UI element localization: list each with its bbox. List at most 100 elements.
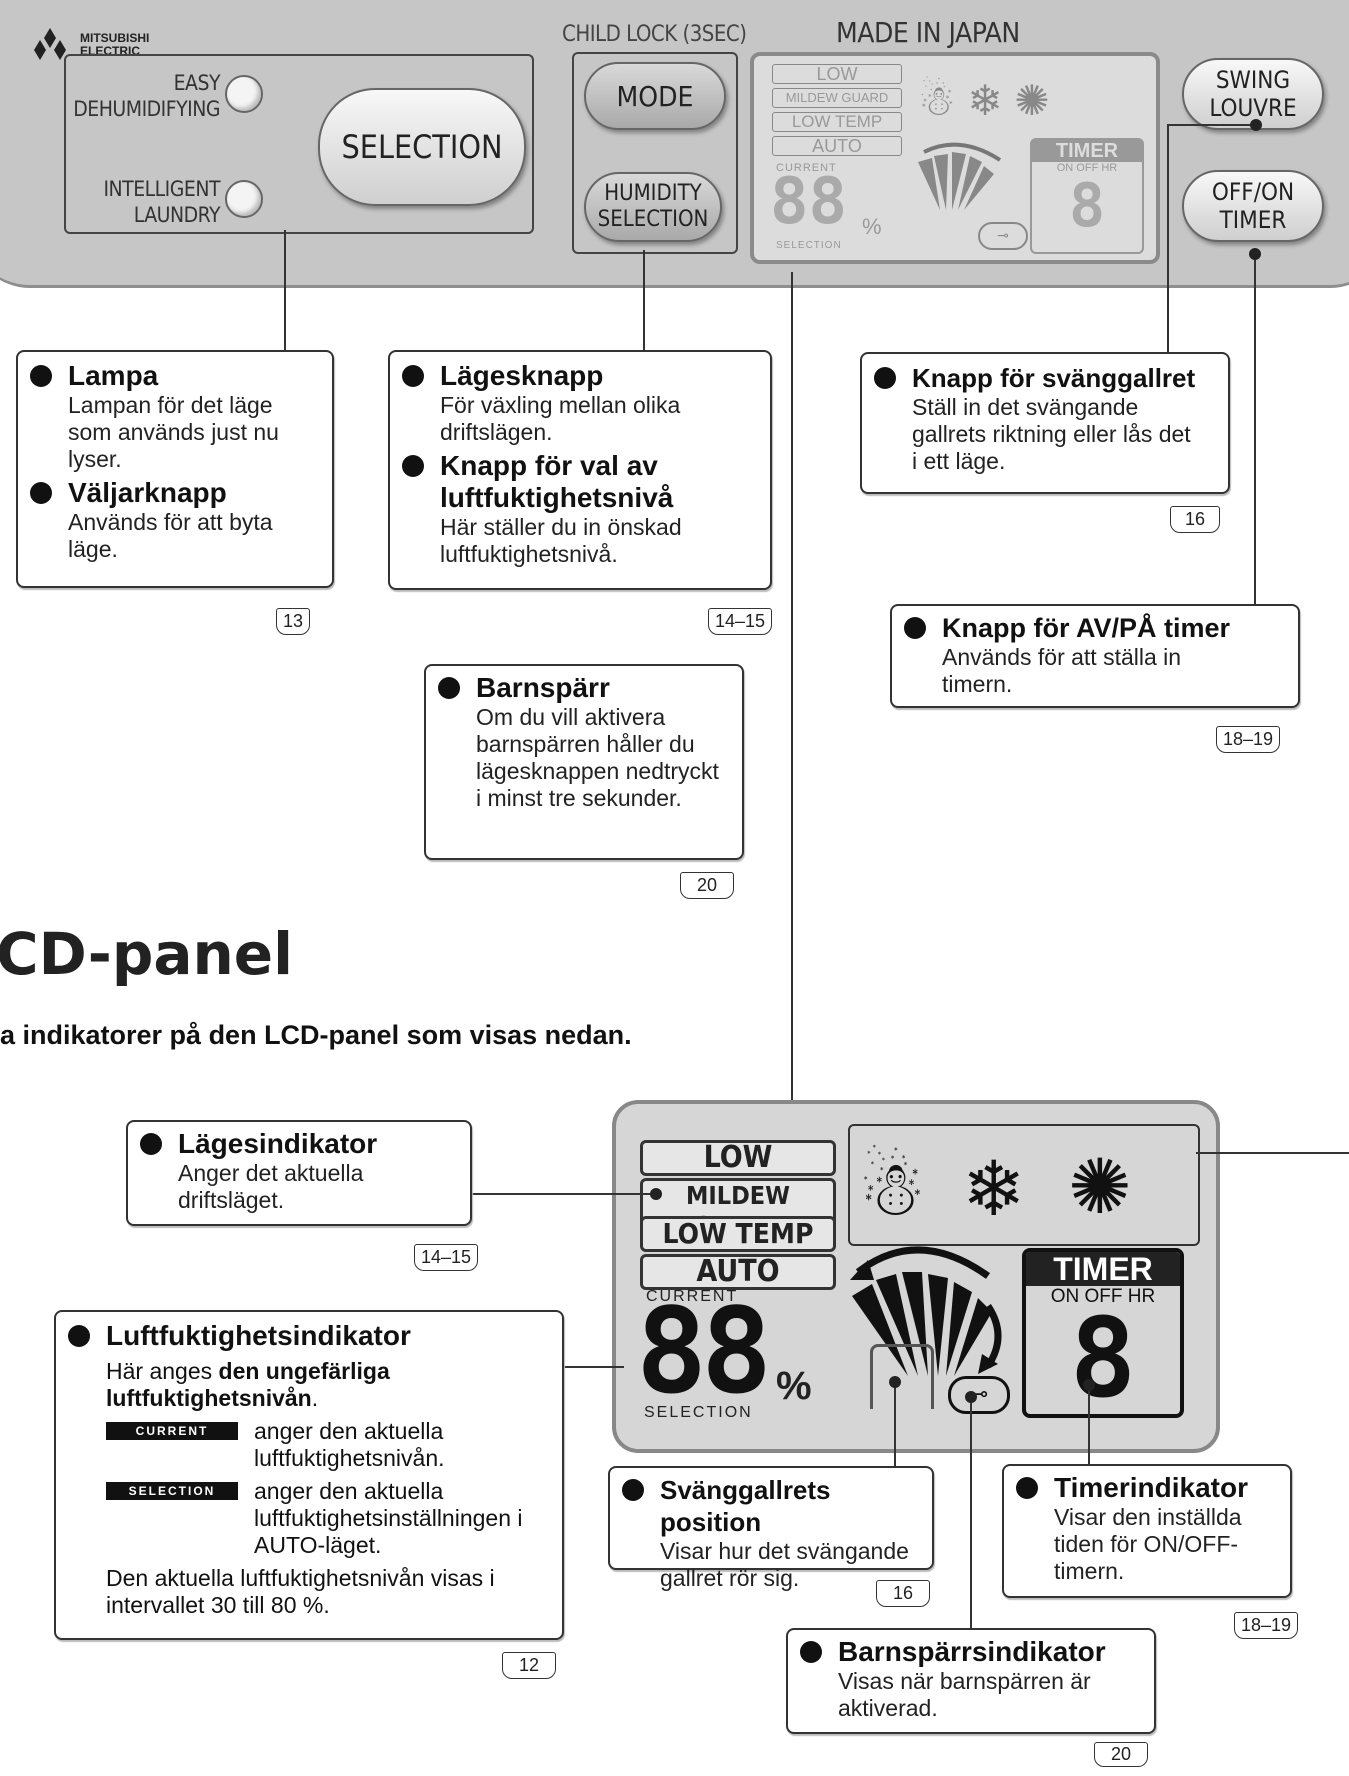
connector-timer — [1254, 254, 1256, 604]
lcd-selection-label: SELECTION — [644, 1404, 753, 1421]
louvre-position-icon — [850, 1246, 1002, 1376]
mitsubishi-diamonds-icon — [34, 28, 66, 60]
lcd-timer-box: TIMER ON OFF HR 8 — [1022, 1248, 1184, 1418]
svang-pos-title: Svänggallrets position — [660, 1475, 831, 1537]
lcd-current-label: CURRENT — [646, 1288, 739, 1305]
connector-barnsparr-dot — [965, 1391, 977, 1403]
lagesknapp-title: Lägesknapp — [440, 360, 604, 391]
connector-timer-dot — [1249, 248, 1261, 260]
bullet-icon — [1016, 1477, 1038, 1499]
lcd-low: LOW — [640, 1140, 836, 1176]
small-lcd-icons: ☃ ❄ ✺ — [918, 76, 1138, 132]
connector-swing-dot — [1250, 119, 1262, 131]
luft-button-text: Här ställer du in önskad luftfuktighetsn… — [440, 514, 682, 567]
connector-swing — [1167, 124, 1169, 354]
page-ref-20: 20 — [680, 872, 734, 899]
callout-barnsparr: Barnspärr Om du vill aktivera barnspärre… — [424, 664, 744, 860]
lcd-icon-area — [848, 1124, 1200, 1246]
connector-icons-right — [1196, 1152, 1349, 1154]
bullet-icon — [800, 1641, 822, 1663]
selection-button[interactable]: SELECTION — [318, 88, 526, 206]
small-lcd-key-icon: ⊸ — [978, 222, 1028, 250]
barnsparr-text: Om du vill aktivera barnspärren håller d… — [476, 704, 719, 811]
made-in-japan-label: MADE IN JAPAN — [836, 16, 1020, 49]
bullet-icon — [140, 1133, 162, 1155]
humidity-selection-button[interactable]: HUMIDITY SELECTION — [584, 172, 722, 242]
lcd-snowman-icon: ☃ — [858, 1147, 927, 1232]
range-text: Den aktuella luftfuktighetsnivån visas i… — [106, 1565, 495, 1618]
easy-dehumidifying-label: EASY DEHUMIDIFYING — [73, 71, 220, 121]
connector-lagesindikator — [472, 1193, 656, 1195]
lampa-text: Lampan för det läge som används just nu … — [68, 392, 279, 472]
small-lcd-current-label: CURRENT — [776, 162, 837, 174]
mode-button[interactable]: MODE — [584, 62, 726, 130]
connector-svang-dot — [889, 1376, 901, 1388]
callout-timer-button: Knapp för AV/PÅ timer Används för att st… — [890, 604, 1300, 708]
page-ref-12: 12 — [502, 1652, 556, 1679]
selection-text: anger den aktuella luftfuktighetsinställ… — [254, 1478, 523, 1558]
luftfukt-intro: Här anges den ungefärliga luftfuktighets… — [106, 1358, 390, 1411]
lagesknapp-text: För växling mellan olika driftslägen. — [440, 392, 681, 445]
luftfukt-title: Luftfuktighetsindikator — [106, 1320, 411, 1351]
small-lcd-low: LOW — [772, 64, 902, 84]
page-ref-18-19-lower: 18–19 — [1234, 1612, 1299, 1639]
child-lock-label: CHILD LOCK (3SEC) — [562, 22, 747, 47]
lcd-louvre-position — [838, 1236, 1018, 1396]
callout-lagesknapp: Lägesknapp För växling mellan olika drif… — [388, 350, 772, 590]
small-lcd-auto: AUTO — [772, 136, 902, 156]
luftfukt-bold: den ungefärliga luftfuktighetsnivån — [106, 1358, 390, 1411]
page-ref-20-lower: 20 — [1094, 1742, 1148, 1767]
lcd-timer-label: TIMER — [1026, 1252, 1180, 1286]
intelligent-laundry-lamp — [225, 180, 263, 218]
callout-barnsparrsindikator: Barnspärrsindikator Visas när barnspärre… — [786, 1628, 1156, 1734]
off-on-timer-button[interactable]: OFF/ON TIMER — [1182, 170, 1324, 242]
lcd-auto: AUTO — [640, 1254, 836, 1290]
selection-group — [64, 54, 534, 234]
lcd-snowflake-icon: ❄ — [962, 1147, 1026, 1232]
bullet-icon — [68, 1325, 90, 1347]
current-row: CURRENT anger den aktuella luftfuktighet… — [56, 1418, 562, 1472]
bullet-icon — [30, 482, 52, 504]
connector-lcd — [791, 272, 793, 1104]
small-lcd-louvre-fan — [910, 140, 1020, 220]
lcd-humidity-digits: 88 — [636, 1282, 772, 1420]
small-lcd-on-off-hr: ON OFF HR — [1056, 162, 1118, 174]
small-lcd-percent: % — [862, 214, 882, 239]
lcd-timer-digit: 8 — [1069, 1294, 1137, 1418]
connector-lampa — [284, 230, 286, 350]
small-lcd-timer-digit: 8 — [1068, 171, 1106, 241]
page-ref-16: 16 — [1170, 506, 1220, 533]
connector-barnsparr — [970, 1396, 972, 1628]
easy-dehumidifying-lamp — [225, 75, 263, 113]
lcd-mite-icon: ✺ — [1068, 1145, 1132, 1230]
snowman-icon: ☃ — [918, 77, 956, 124]
page-ref-14-15: 14–15 — [708, 608, 773, 635]
small-lcd-timer-label: TIMER — [1032, 140, 1142, 162]
lcd-on-off-hr: ON OFF HR — [1050, 1286, 1156, 1307]
lcd-key-icon: ⊸ — [948, 1376, 1010, 1414]
swing-text: Ställ in det svängande gallrets riktning… — [912, 394, 1191, 474]
page-ref-14-15-lower: 14–15 — [414, 1244, 479, 1271]
selection-row: SELECTION anger den aktuella luftfuktigh… — [56, 1478, 562, 1559]
mite-icon: ✺ — [1014, 77, 1050, 124]
lcd-louvre-outline — [870, 1344, 934, 1409]
small-lcd-selection-label: SELECTION — [776, 240, 842, 251]
connector-svang — [894, 1380, 896, 1466]
small-lcd-mode-labels: LOW MILDEW GUARD LOW TEMP AUTO — [772, 64, 902, 156]
snowflake-icon: ❄ — [967, 77, 1003, 124]
luft-button-title: Knapp för val av luftfuktighetsnivå — [440, 450, 674, 513]
louvre-fan-icon — [918, 142, 1002, 210]
callout-timerindikator: Timerindikator Visar den inställda tiden… — [1002, 1464, 1292, 1598]
page-ref-18-19: 18–19 — [1216, 726, 1281, 753]
lagesindikator-text: Anger det aktuella driftsläget. — [178, 1160, 364, 1213]
connector-lagesknapp — [643, 250, 645, 350]
current-text: anger den aktuella luftfuktighetsnivån. — [254, 1418, 445, 1471]
barnsparrind-text: Visas när barnspärren är aktiverad. — [838, 1668, 1091, 1721]
connector-swing-h — [1168, 124, 1256, 126]
bullet-icon — [30, 365, 52, 387]
section-title: CD-panel — [0, 920, 294, 988]
lagesindikator-title: Lägesindikator — [178, 1128, 378, 1159]
mode-group — [572, 52, 738, 254]
timerind-text: Visar den inställda tiden för ON/OFF-tim… — [1054, 1504, 1242, 1584]
section-subtitle: a indikatorer på den LCD-panel som visas… — [0, 1020, 632, 1050]
